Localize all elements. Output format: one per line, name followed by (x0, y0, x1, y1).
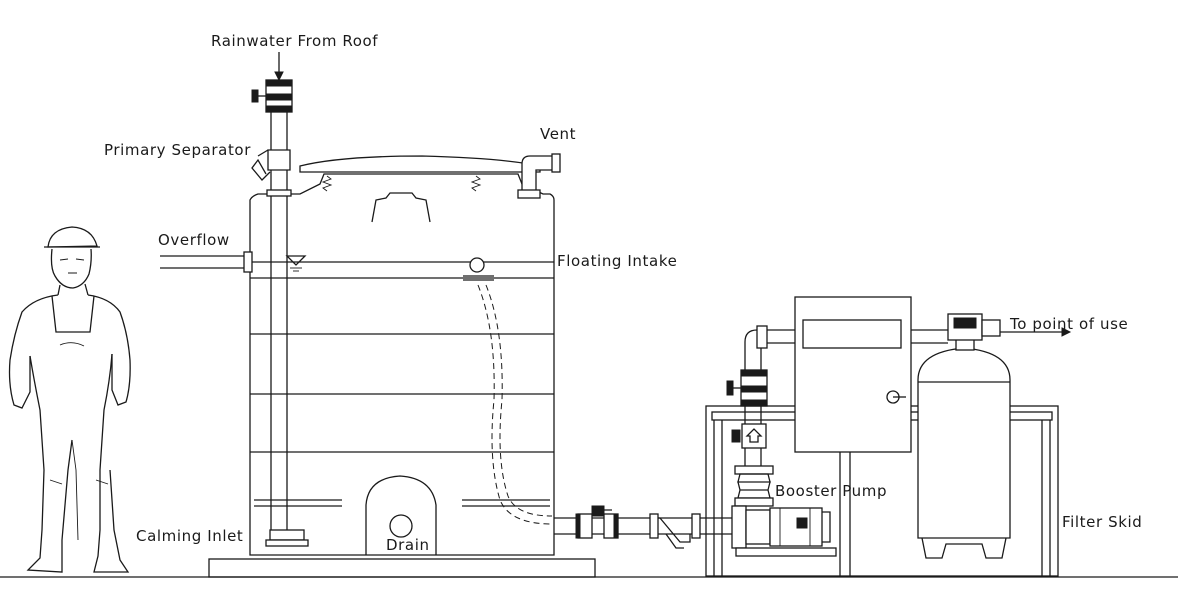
worker-figure (8, 226, 131, 573)
rainwater-arrow (274, 71, 284, 82)
label-rainwater: Rainwater From Roof (211, 32, 378, 50)
label-floating-intake: Floating Intake (557, 252, 677, 270)
label-drain: Drain (386, 536, 430, 554)
discharge-pipe (726, 325, 948, 470)
outlet-pipe (554, 505, 735, 549)
control-panel (794, 296, 912, 453)
label-vent: Vent (540, 125, 576, 143)
inlet-pipe (251, 79, 309, 547)
label-primary-separator: Primary Separator (104, 141, 251, 159)
vent-pipe (517, 153, 561, 199)
floating-intake (463, 257, 553, 525)
label-overflow: Overflow (158, 231, 230, 249)
label-filter-skid: Filter Skid (1062, 513, 1142, 531)
booster-pump (731, 465, 837, 557)
filter-vessel (917, 313, 1072, 559)
label-calming-inlet: Calming Inlet (136, 527, 243, 545)
label-to-point-of-use: To point of use (1009, 315, 1128, 333)
overflow-pipe (160, 251, 253, 273)
label-booster-pump: Booster Pump (775, 482, 887, 500)
storage-tank (208, 155, 596, 578)
